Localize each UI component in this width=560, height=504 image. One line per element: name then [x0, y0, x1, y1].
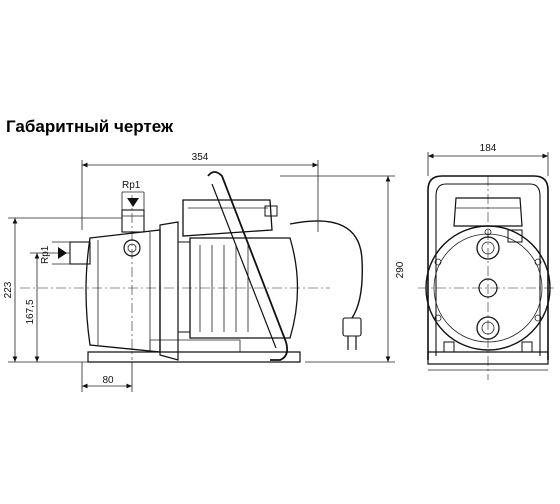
dim-width-184: 184 — [480, 143, 497, 154]
flow-arrow-down-icon — [127, 198, 139, 207]
dim-length-354: 354 — [192, 152, 209, 163]
front-dimensions: 184 — [427, 143, 549, 176]
label-port-side: Rp1 — [40, 245, 51, 264]
flow-arrow-right-icon — [58, 247, 67, 259]
side-view — [20, 171, 363, 363]
drawing-title: Габаритный чертеж — [6, 117, 174, 136]
front-view — [418, 175, 556, 380]
side-dimensions: 354 290 223 167,5 80 Rp1 Rp1 — [3, 152, 406, 392]
dim-height-167-5: 167,5 — [25, 299, 36, 324]
dim-height-223: 223 — [3, 281, 14, 298]
label-port-top: Rp1 — [122, 180, 141, 191]
dim-height-290: 290 — [395, 261, 406, 278]
dim-offset-80: 80 — [102, 375, 114, 386]
